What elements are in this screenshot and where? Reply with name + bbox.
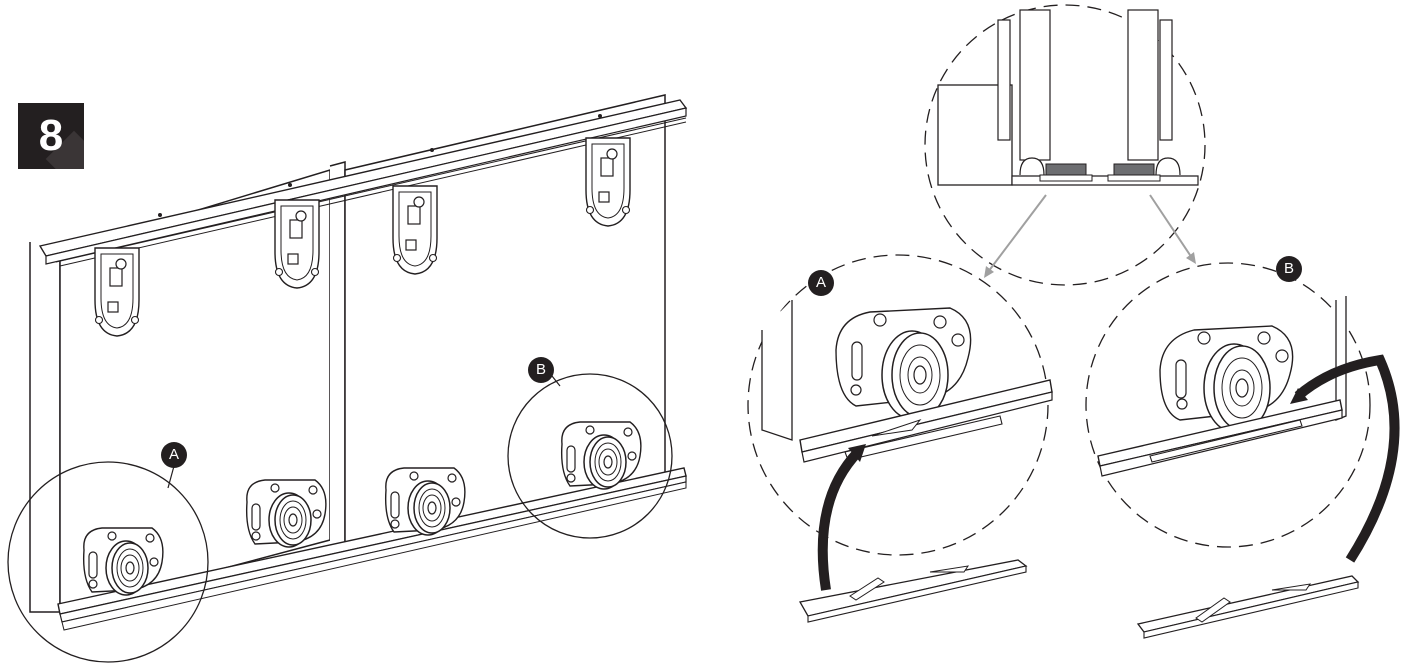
detail-a-magnified xyxy=(747,254,1053,623)
track-cross-section xyxy=(924,4,1206,286)
top-guide-3 xyxy=(392,185,438,275)
step-number: 8 xyxy=(38,111,64,160)
top-guide-2 xyxy=(274,199,320,289)
wardrobe-assembly xyxy=(7,94,688,663)
left-door-edge xyxy=(29,242,61,613)
pointer-arrows xyxy=(984,194,1196,278)
marker-b-right: B xyxy=(1276,256,1302,282)
top-rail xyxy=(38,99,688,267)
detail-b-magnified xyxy=(1085,262,1400,639)
marker-a-left: A xyxy=(161,442,187,468)
bottom-track xyxy=(57,467,687,631)
marker-b-left: B xyxy=(528,357,554,383)
detail-circle-b xyxy=(507,373,673,539)
marker-a-right: A xyxy=(808,270,834,296)
step-number-badge: 8 xyxy=(18,103,84,169)
top-guide-1 xyxy=(94,247,140,337)
top-guide-4 xyxy=(585,137,631,227)
detail-circle-a xyxy=(7,461,209,663)
